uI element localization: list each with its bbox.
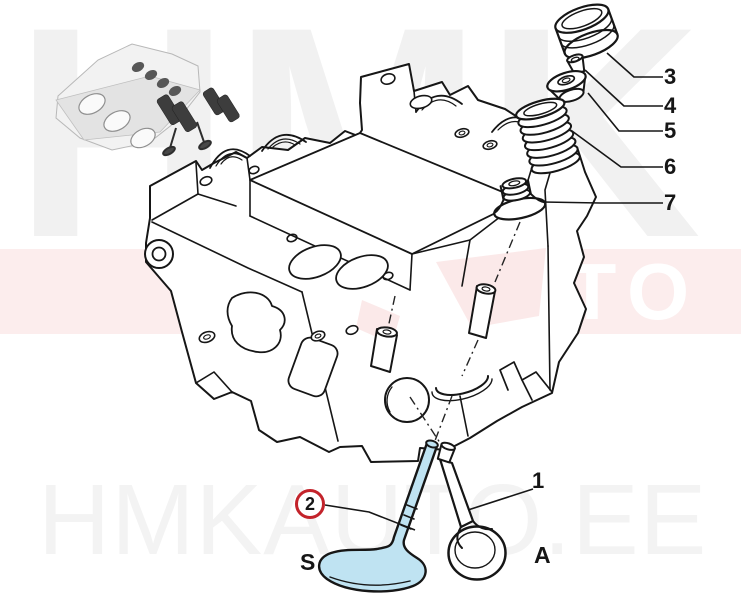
cylinder-head-thumbnail	[55, 43, 240, 157]
valve-guide-left	[370, 326, 398, 373]
part-5-spring-retainer	[546, 69, 587, 103]
part-6-valve-spring	[515, 97, 581, 175]
cylinder-head-drawing	[144, 63, 597, 463]
callout-6: 6	[664, 154, 677, 179]
thumbnail-valves	[162, 121, 212, 157]
callout-2-circled: 2	[295, 489, 325, 519]
gasket-face	[151, 221, 359, 442]
valve-1-intake	[436, 441, 507, 581]
callout-3: 3	[664, 64, 677, 89]
bolt-holes	[199, 73, 498, 281]
part-4-collet	[566, 53, 586, 76]
deck-oval-port	[288, 244, 342, 280]
thumbnail-ports	[78, 93, 156, 149]
callout-2-number: 2	[304, 494, 315, 514]
valve-seat-rim	[435, 375, 490, 396]
thumbnail-cam-lobes	[131, 61, 182, 97]
label-a-intake-side: A	[534, 542, 551, 568]
part-7-valve-stem-seal	[493, 177, 547, 221]
valve-guide-right	[468, 283, 497, 339]
deck-oval-port	[335, 254, 389, 290]
label-s-exhaust-side: S	[300, 549, 316, 575]
alignment-dash-lines	[387, 221, 521, 453]
port-bore	[384, 377, 430, 423]
castellations	[499, 361, 553, 401]
callout-leader-lines	[324, 52, 663, 531]
callout-7: 7	[664, 190, 677, 215]
callout-5: 5	[664, 118, 677, 143]
part-3-tappet-bucket	[554, 3, 619, 60]
callout-4: 4	[664, 93, 677, 118]
callout-1: 1	[532, 468, 545, 493]
thumbnail-highlighted-parts	[156, 87, 240, 133]
